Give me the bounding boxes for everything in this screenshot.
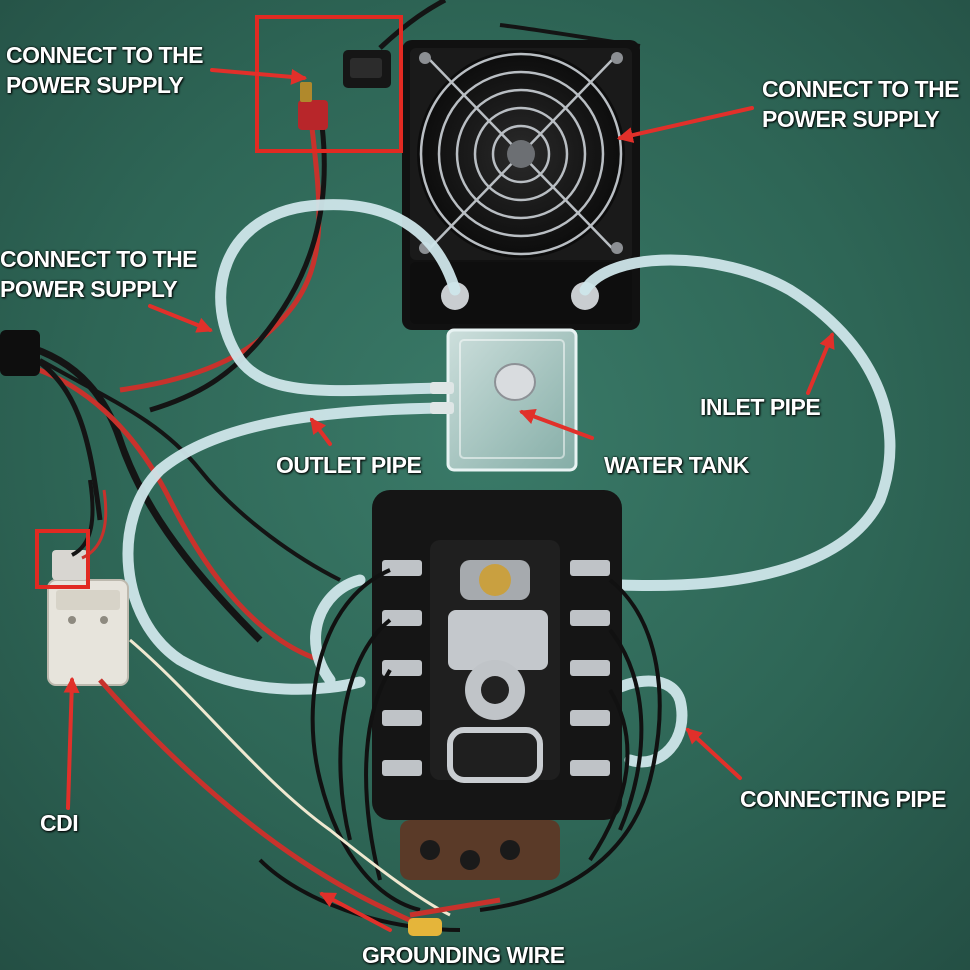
arrow-grounding-wire xyxy=(319,892,392,932)
arrow-inlet-pipe xyxy=(806,332,835,395)
label-line-2: POWER SUPPLY xyxy=(6,72,184,98)
label-power-supply-top: CONNECT TO THE POWER SUPPLY xyxy=(6,40,204,100)
label-power-supply-fan: CONNECT TO THE POWER SUPPLY xyxy=(762,74,960,134)
engine-icon xyxy=(372,490,622,880)
label-line-1: CONNECT TO THE xyxy=(0,246,198,272)
label-power-supply-left: CONNECT TO THE POWER SUPPLY xyxy=(0,244,198,304)
label-line-2: POWER SUPPLY xyxy=(762,106,940,132)
arrow-connecting-pipe xyxy=(685,727,742,780)
arrow-cdi xyxy=(63,676,80,810)
label-cdi: CDI xyxy=(40,810,79,836)
label-connecting-pipe: CONNECTING PIPE xyxy=(740,786,946,812)
label-outlet-pipe: OUTLET PIPE xyxy=(276,452,422,478)
label-line-1: CONNECT TO THE xyxy=(6,42,204,68)
label-line-2: POWER SUPPLY xyxy=(0,276,178,302)
arrow-outlet-pipe xyxy=(310,417,332,446)
label-grounding-wire: GROUNDING WIRE xyxy=(362,942,565,968)
water-tank-icon xyxy=(430,328,578,472)
arrow-power-supply-fan xyxy=(616,106,754,143)
tubing xyxy=(122,199,896,768)
arrow-power-supply-top xyxy=(210,68,308,85)
cdi-module-icon xyxy=(47,479,129,686)
label-line-1: CONNECT TO THE xyxy=(762,76,960,102)
arrow-power-supply-left xyxy=(148,304,213,333)
arrow-water-tank xyxy=(519,408,594,440)
label-inlet-pipe: INLET PIPE xyxy=(700,394,821,420)
plug-connector-icon xyxy=(343,50,391,88)
highlight-box-cdi-connector xyxy=(35,529,90,589)
fan-icon xyxy=(402,40,640,330)
label-water-tank: WATER TANK xyxy=(604,452,749,478)
highlight-box-power-connector xyxy=(255,15,403,153)
